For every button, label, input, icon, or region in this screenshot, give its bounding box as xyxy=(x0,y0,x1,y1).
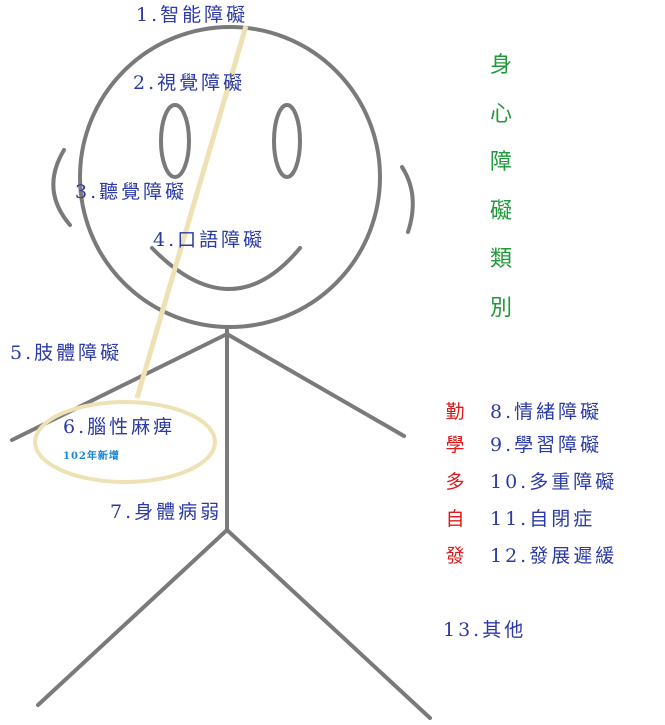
title-char: 類 xyxy=(489,247,512,273)
mnemonic-char: 勤 xyxy=(445,401,465,423)
head xyxy=(78,25,382,329)
label-hearing: 3.聽覺障礙 xyxy=(75,181,188,203)
right-eye xyxy=(272,103,302,179)
label-multiple: 10.多重障礙 xyxy=(490,471,618,493)
mnemonic-char: 發 xyxy=(445,545,465,567)
label-new-102: 102年新增 xyxy=(63,451,120,462)
title-char: 心 xyxy=(489,101,512,127)
title-char: 障 xyxy=(489,150,512,176)
title-char: 別 xyxy=(489,295,512,321)
label-intellectual: 1.智能障礙 xyxy=(136,4,249,26)
right-arm xyxy=(225,332,406,438)
label-emotional: 8.情緒障礙 xyxy=(490,401,603,423)
mnemonic-char: 自 xyxy=(445,508,465,530)
right-ear xyxy=(400,165,415,234)
left-ear xyxy=(51,148,72,227)
highlight-ellipse xyxy=(33,400,217,484)
title-char: 礙 xyxy=(489,198,512,224)
vertical-title: 身 心 障 礙 類 別 xyxy=(486,46,516,338)
left-leg xyxy=(36,528,229,707)
label-speech: 4.口語障礙 xyxy=(153,229,266,251)
label-cerebral-palsy: 6.腦性麻痺 xyxy=(63,416,176,438)
mnemonic-char: 多 xyxy=(445,471,465,493)
highlight-pointer xyxy=(134,25,249,399)
title-char: 身 xyxy=(489,53,512,78)
mouth xyxy=(150,246,302,291)
label-physical: 5.肢體障礙 xyxy=(10,342,123,364)
left-eye xyxy=(159,103,191,179)
label-chronic-illness: 7.身體病弱 xyxy=(110,501,223,523)
label-developmental-delay: 12.發展遲緩 xyxy=(490,545,618,567)
label-autism: 11.自閉症 xyxy=(490,508,596,530)
label-other: 13.其他 xyxy=(443,619,527,641)
mnemonic-char: 學 xyxy=(445,434,465,456)
right-leg xyxy=(225,528,432,720)
label-learning: 9.學習障礙 xyxy=(490,434,603,456)
label-visual: 2.視覺障礙 xyxy=(133,72,246,94)
